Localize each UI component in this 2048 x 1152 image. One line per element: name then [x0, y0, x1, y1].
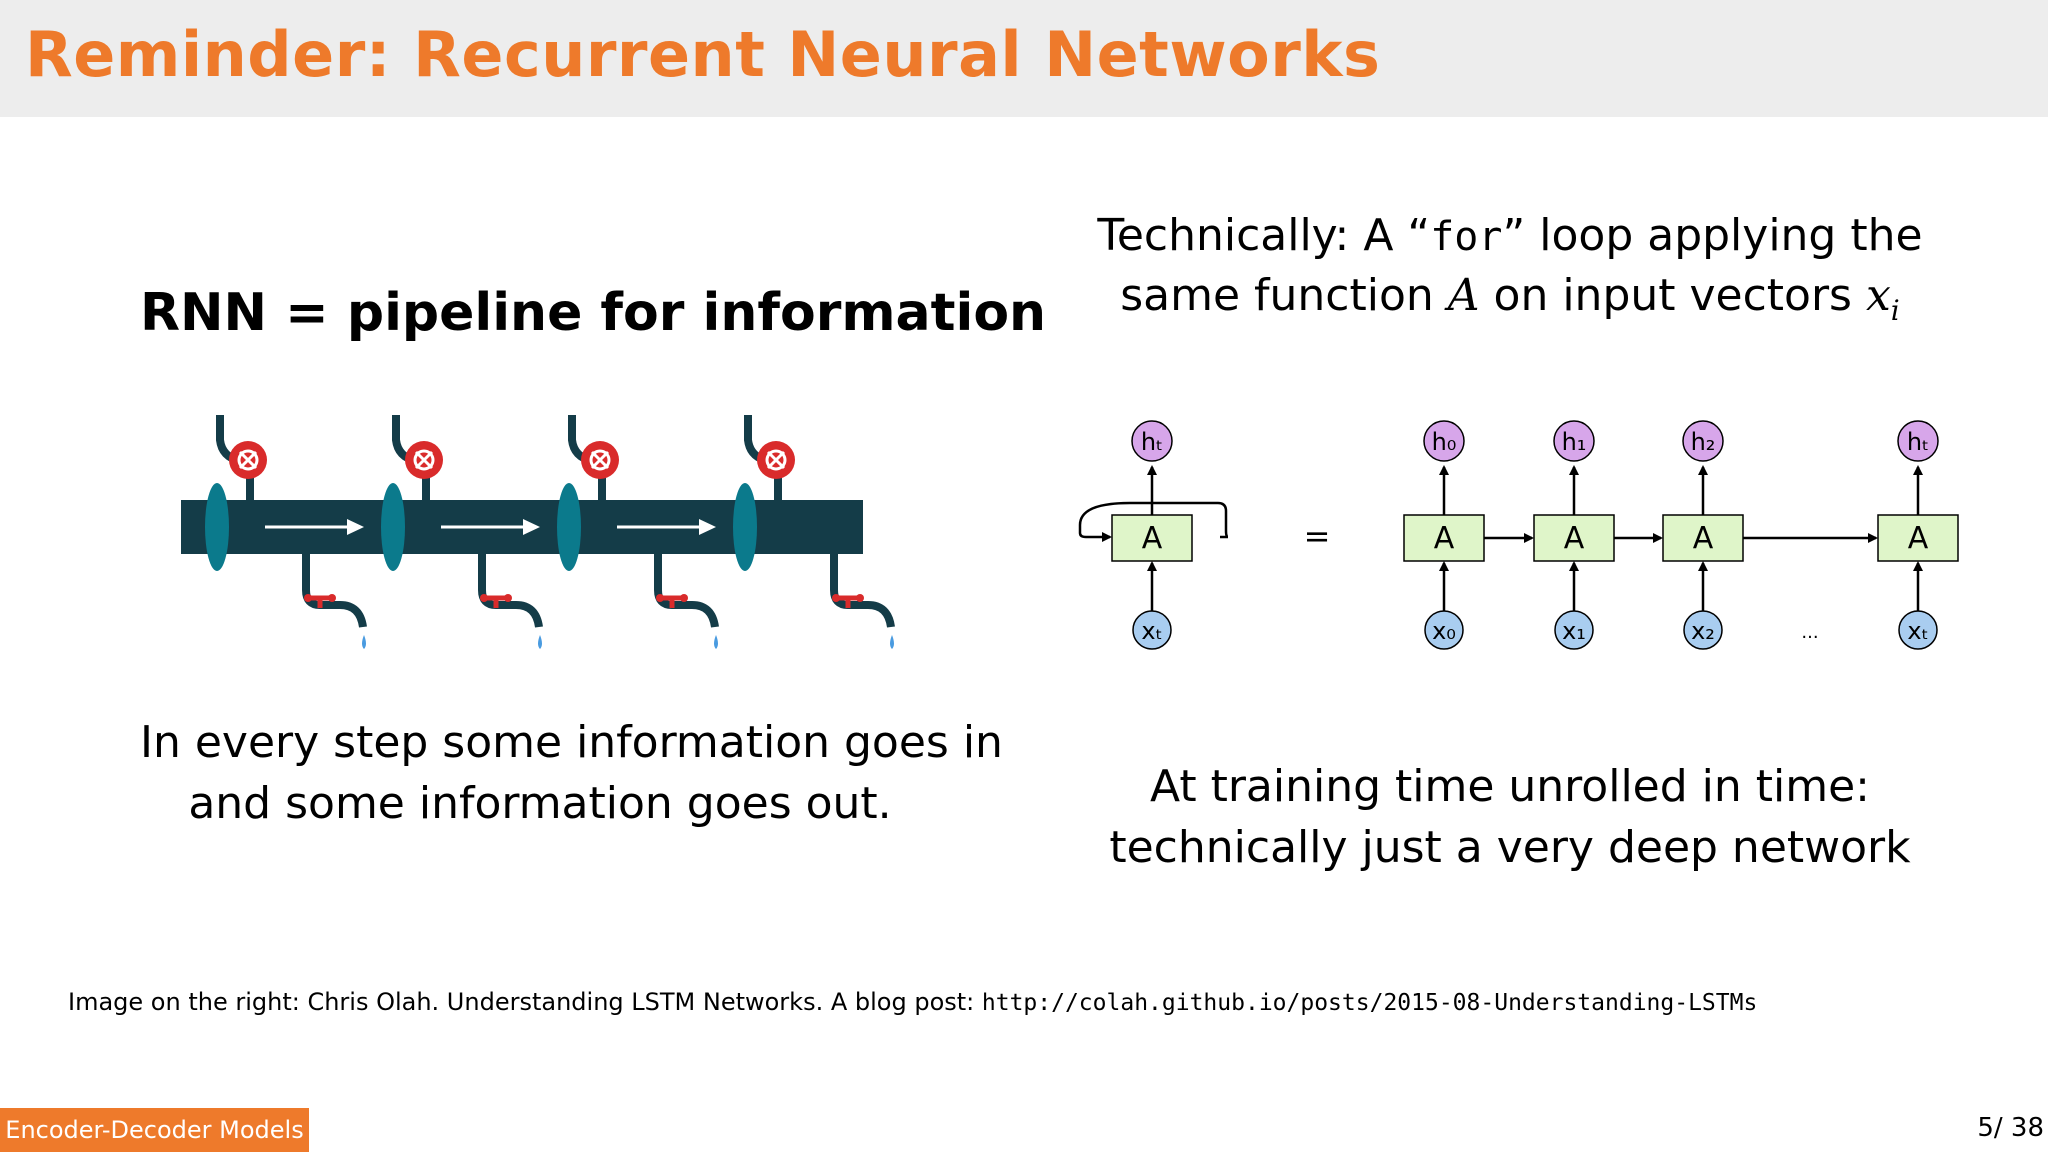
unrolled-step: A h₀ x₀	[1403, 420, 1485, 650]
pipeline-caption-line2: and some information goes out.	[188, 778, 892, 829]
unrolled-caption-line2: technically just a very deep network	[1109, 822, 1911, 873]
function-symbol: A	[1447, 270, 1480, 321]
input-vector-var: x	[1865, 270, 1891, 321]
rnn-cell-label: A	[1693, 521, 1714, 556]
rnn-cell	[1662, 514, 1744, 562]
rnn-unrolled-diagram: A hₜ xₜ = A h₀ x₀ A h₁ x₁ A h₂	[1078, 420, 1959, 650]
tech-line-1: Technically: A “for” loop applying the	[1060, 210, 1960, 261]
pipe-segment	[381, 415, 543, 649]
input-node	[1132, 610, 1172, 650]
image-credit-text: Image on the right: Chris Olah. Understa…	[68, 988, 982, 1016]
output-node-label: hₜ	[1141, 428, 1163, 456]
tech-line-1-post: ” loop applying the	[1502, 210, 1923, 261]
title-bar: Reminder: Recurrent Neural Networks	[0, 0, 2048, 117]
pipe-segment	[205, 415, 367, 649]
rnn-cell-label: A	[1908, 521, 1929, 556]
output-node	[1131, 420, 1173, 462]
tech-line-2: same function A on input vectors xi	[1060, 270, 1960, 327]
image-credit-url[interactable]: http://colah.github.io/posts/2015-08-Und…	[981, 990, 1758, 1016]
input-node	[1683, 610, 1723, 650]
unrolled-step: A h₁ x₁	[1533, 420, 1615, 650]
pipeline-caption-line1: In every step some information goes in	[140, 717, 1003, 768]
output-node	[1897, 420, 1939, 462]
unrolled-caption: At training time unrolled in time: techn…	[1060, 756, 1960, 878]
slide-title: Reminder: Recurrent Neural Networks	[25, 18, 1381, 91]
output-node	[1553, 420, 1595, 462]
equals-sign: =	[1304, 517, 1331, 555]
input-node	[1898, 610, 1938, 650]
rolled-rnn: A hₜ xₜ	[1078, 420, 1229, 650]
ellipsis: ...	[1801, 622, 1818, 643]
page-number: 5/ 38	[1977, 1113, 2044, 1143]
unrolled-step: A h₂ x₂	[1662, 420, 1744, 650]
input-vector-symbol: xi	[1865, 270, 1900, 327]
input-vector-sub: i	[1890, 293, 1900, 327]
recurrent-loop	[1078, 501, 1152, 542]
unrolled-step: A hₜ xₜ	[1877, 420, 1959, 650]
rnn-cell-label: A	[1142, 521, 1163, 556]
output-node-label: h₀	[1432, 428, 1457, 456]
unrolled-caption-line1: At training time unrolled in time:	[1150, 761, 1870, 812]
input-node	[1554, 610, 1594, 650]
input-node-label: x₁	[1562, 617, 1586, 645]
input-node-label: xₜ	[1141, 617, 1162, 645]
pipe-segments	[205, 415, 895, 649]
pipe-segment	[733, 415, 895, 649]
footer-section-label: Encoder-Decoder Models	[0, 1108, 309, 1152]
pipeline-caption: In every step some information goes in a…	[140, 712, 1003, 834]
input-node	[1424, 610, 1464, 650]
rnn-cell-label: A	[1564, 521, 1585, 556]
output-node	[1423, 420, 1465, 462]
pipeline-heading: RNN = pipeline for information	[140, 283, 1047, 343]
tech-line-1-pre: Technically: A “	[1097, 210, 1431, 261]
rnn-cell-label: A	[1434, 521, 1455, 556]
tech-line-2-pre: same function	[1120, 270, 1448, 321]
output-node-label: hₜ	[1907, 428, 1929, 456]
pipeline-illustration	[181, 415, 895, 649]
input-node-label: x₀	[1432, 617, 1456, 645]
input-node-label: xₜ	[1907, 617, 1928, 645]
for-keyword: for	[1430, 214, 1503, 260]
tech-line-2-mid: on input vectors	[1479, 270, 1866, 321]
input-node-label: x₂	[1691, 617, 1715, 645]
image-credit: Image on the right: Chris Olah. Understa…	[68, 988, 1757, 1016]
output-node-label: h₁	[1562, 428, 1587, 456]
output-node-label: h₂	[1691, 428, 1716, 456]
pipe-segment	[557, 415, 719, 649]
output-node	[1682, 420, 1724, 462]
